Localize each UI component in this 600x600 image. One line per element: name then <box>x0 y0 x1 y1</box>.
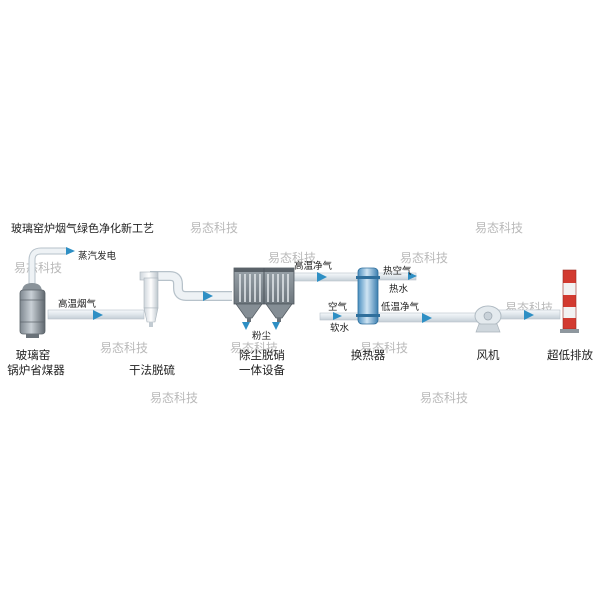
flow-arrow-icon <box>317 272 327 282</box>
dust-denitration-unit <box>233 267 295 322</box>
watermark-text: 易态科技 <box>190 221 238 235</box>
watermark-layer: 易态科技 易态科技 易态科技 易态科技 易态科技 易态科技 易态科技 易态科技 … <box>14 221 553 405</box>
watermark-text: 易态科技 <box>230 341 278 355</box>
stack <box>560 269 579 333</box>
label-boiler-line2: 锅炉省煤器 <box>7 363 65 377</box>
flow-label-dust: 粉尘 <box>252 330 272 342</box>
flow-arrow-icon <box>333 312 342 320</box>
flow-label-air: 空气 <box>328 301 348 313</box>
desulfurization-tower <box>139 271 159 327</box>
flow-arrows <box>66 247 534 330</box>
label-dust-denitration-line2: 一体设备 <box>239 363 285 377</box>
label-fan: 风机 <box>477 348 500 362</box>
watermark-text: 易态科技 <box>400 251 448 265</box>
flow-label-soft-water: 软水 <box>330 322 350 334</box>
label-heat-exchanger: 换热器 <box>351 348 386 362</box>
flow-arrow-icon <box>203 291 213 301</box>
watermark-text: 易态科技 <box>14 261 62 275</box>
watermark-text: 易态科技 <box>475 221 523 235</box>
watermark-text: 易态科技 <box>150 391 198 405</box>
watermark-text: 易态科技 <box>420 391 468 405</box>
watermark-text: 易态科技 <box>100 341 148 355</box>
flow-arrow-icon <box>422 313 432 323</box>
label-dust-denitration-line1: 除尘脱硝 <box>239 348 285 362</box>
flow-arrow-icon <box>93 310 103 320</box>
flow-arrow-icon <box>408 272 417 280</box>
flow-arrow-icon <box>524 310 534 320</box>
flow-label-hot-flue-gas: 高温烟气 <box>58 298 97 310</box>
label-boiler-line1: 玻璃窑 <box>16 348 51 362</box>
flow-label-clean-cool-gas: 低温净气 <box>381 301 420 313</box>
flow-label-hot-water: 热水 <box>389 283 409 295</box>
boiler-economizer <box>19 283 46 338</box>
flow-arrow-icon <box>272 322 280 330</box>
label-desulfurization: 干法脱硫 <box>129 363 175 377</box>
flow-arrow-icon <box>66 247 75 255</box>
watermark-text: 易态科技 <box>360 341 408 355</box>
flow-label-clean-hot-gas: 高温净气 <box>294 260 333 272</box>
heat-exchanger <box>356 267 380 325</box>
label-stack: 超低排放 <box>547 348 593 362</box>
fan <box>474 305 502 333</box>
flow-arrow-icon <box>242 322 250 330</box>
flow-label-hot-air: 热空气 <box>383 265 412 277</box>
diagram-title: 玻璃窑炉烟气绿色净化新工艺 <box>11 221 154 235</box>
flow-label-steam: 蒸汽发电 <box>78 250 117 262</box>
watermark-text: 易态科技 <box>268 251 316 265</box>
